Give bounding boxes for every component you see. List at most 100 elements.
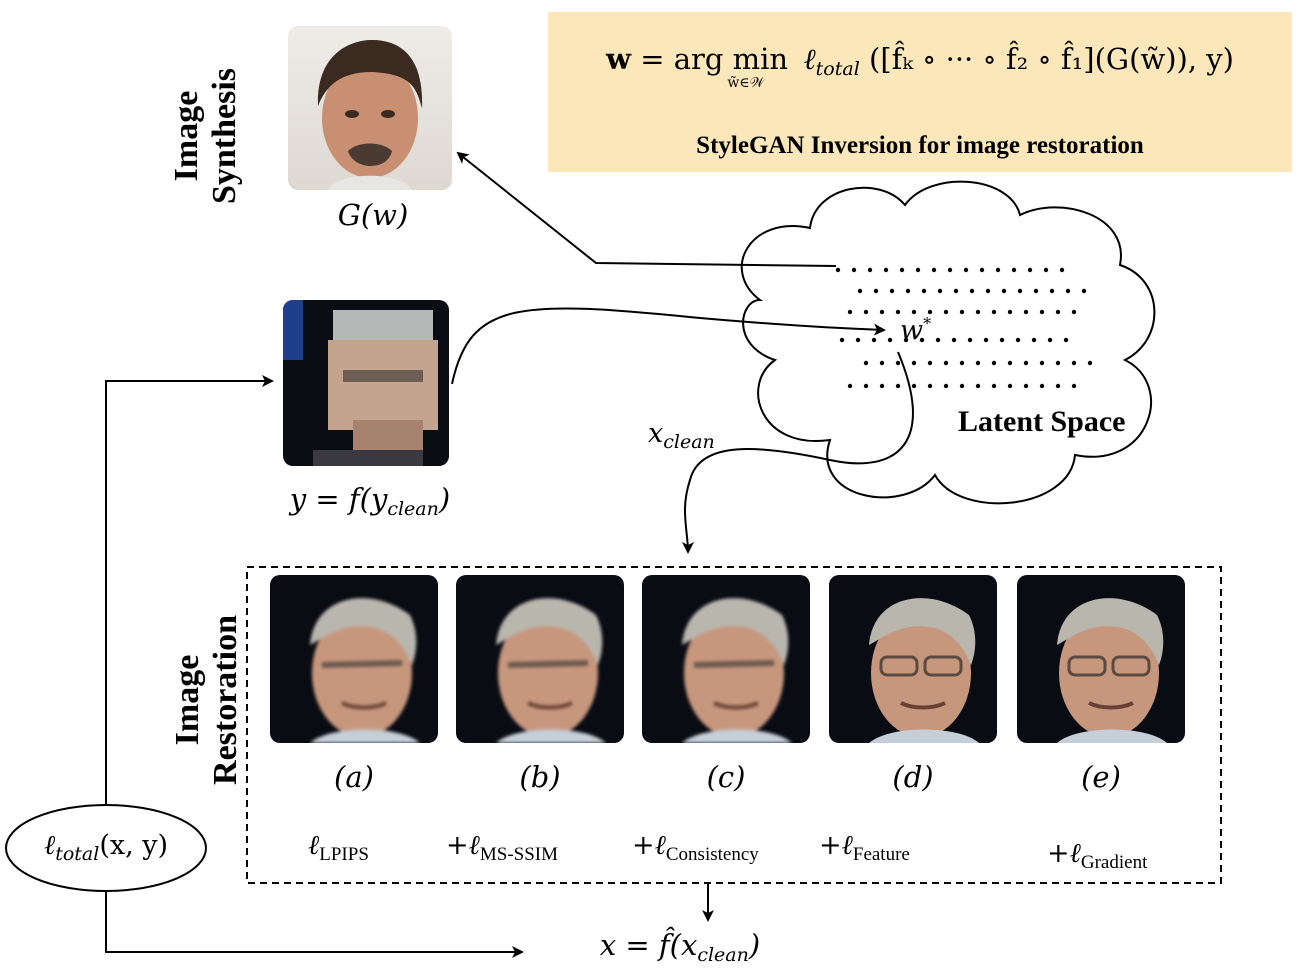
latent-dot [1055,309,1061,315]
latent-dot [991,383,997,389]
latent-dot [1023,383,1029,389]
latent-dot [995,267,1001,273]
restoration-section-label: Image Restoration [169,615,244,785]
pixelated-face-icon [283,300,449,466]
panel-letter: (a) [334,760,374,794]
arrow-loss-to-degraded [105,375,274,810]
cloud-icon [740,180,1156,505]
latent-dot [887,337,893,343]
latent-grid [835,267,1093,389]
latent-dot [1071,383,1077,389]
latent-dot [855,337,861,343]
latent-dot [969,288,975,294]
latent-dot [1023,360,1029,366]
latent-dot [999,337,1005,343]
latent-dot [905,288,911,294]
arrow-degraded-to-latent [451,307,886,385]
latent-dot [1087,360,1093,366]
x-clean-label: xclean [648,418,715,453]
latent-dot [1011,267,1017,273]
latent-dot [991,360,997,366]
latent-dot [937,288,943,294]
formula-caption: StyleGAN Inversion for image restoration [696,132,1144,159]
latent-dot [1071,360,1077,366]
latent-dot [835,267,841,273]
latent-dot [1047,337,1053,343]
latent-dot [879,360,885,366]
latent-dot [1007,360,1013,366]
latent-dot [895,309,901,315]
latent-dot [1015,337,1021,343]
restoration-box [246,566,1222,884]
latent-dot [979,267,985,273]
latent-dot [851,267,857,273]
panel-letter: (b) [519,760,561,794]
latent-dot [975,309,981,315]
latent-dot [1081,288,1087,294]
latent-dot [1007,309,1013,315]
latent-dot [903,337,909,343]
latent-dot [1017,288,1023,294]
latent-dot [931,267,937,273]
latent-dot [947,267,953,273]
arrow-loss-to-output [105,886,524,958]
latent-dot [847,383,853,389]
latent-dot [873,288,879,294]
latent-dot [1043,267,1049,273]
latent-dot [895,383,901,389]
panel-letter: (e) [1081,760,1121,794]
latent-space-title: Latent Space [958,405,1126,438]
degraded-label: y = f(yclean) [289,482,451,520]
arrow-to-synthesis [456,151,837,267]
latent-dot [1033,288,1039,294]
latent-dot [985,288,991,294]
latent-dot [959,309,965,315]
latent-dot [883,267,889,273]
latent-dot [1007,383,1013,389]
latent-dot [959,360,965,366]
latent-dot [953,288,959,294]
latent-dot [1063,337,1069,343]
latent-dot [921,288,927,294]
latent-dot [951,337,957,343]
latent-dot [963,267,969,273]
panel-loss-label: ℓLPIPS [308,830,369,865]
restored-face-4 [829,575,997,743]
panel-loss-label: +ℓConsistency [632,830,759,865]
latent-dot [863,383,869,389]
panel-letter: (c) [706,760,746,794]
latent-dot [1055,383,1061,389]
loss-node [5,804,207,892]
latent-dot [895,360,901,366]
latent-dot [1059,267,1065,273]
latent-dot [943,309,949,315]
latent-dot [1039,360,1045,366]
arrow-latent-to-restoration [681,351,914,554]
latent-dot [1023,309,1029,315]
latent-dot [867,267,873,273]
panel-letter: (d) [892,760,934,794]
latent-dot [983,337,989,343]
latent-dot [1001,288,1007,294]
latent-dot [1049,288,1055,294]
latent-dot [899,267,905,273]
latent-dot [935,337,941,343]
restored-face-2 [456,575,624,743]
latent-dot [927,360,933,366]
latent-dot [915,267,921,273]
latent-dot [879,309,885,315]
latent-dot [967,337,973,343]
latent-dot [847,309,853,315]
latent-dot [879,383,885,389]
face-photo-icon [288,26,452,190]
restored-face-5 [1017,575,1185,743]
inversion-formula: w = arg min w̃∈𝒲 ℓtotal ([f̂ₖ ∘ ··· ∘ f̂… [606,42,1234,91]
latent-dot [1031,337,1037,343]
output-label: x = f̂(xclean) [599,928,761,966]
latent-dot [959,383,965,389]
latent-dot [863,360,869,366]
latent-dot [911,383,917,389]
synthesis-output-label: G(w) [337,198,409,232]
latent-dot [927,383,933,389]
